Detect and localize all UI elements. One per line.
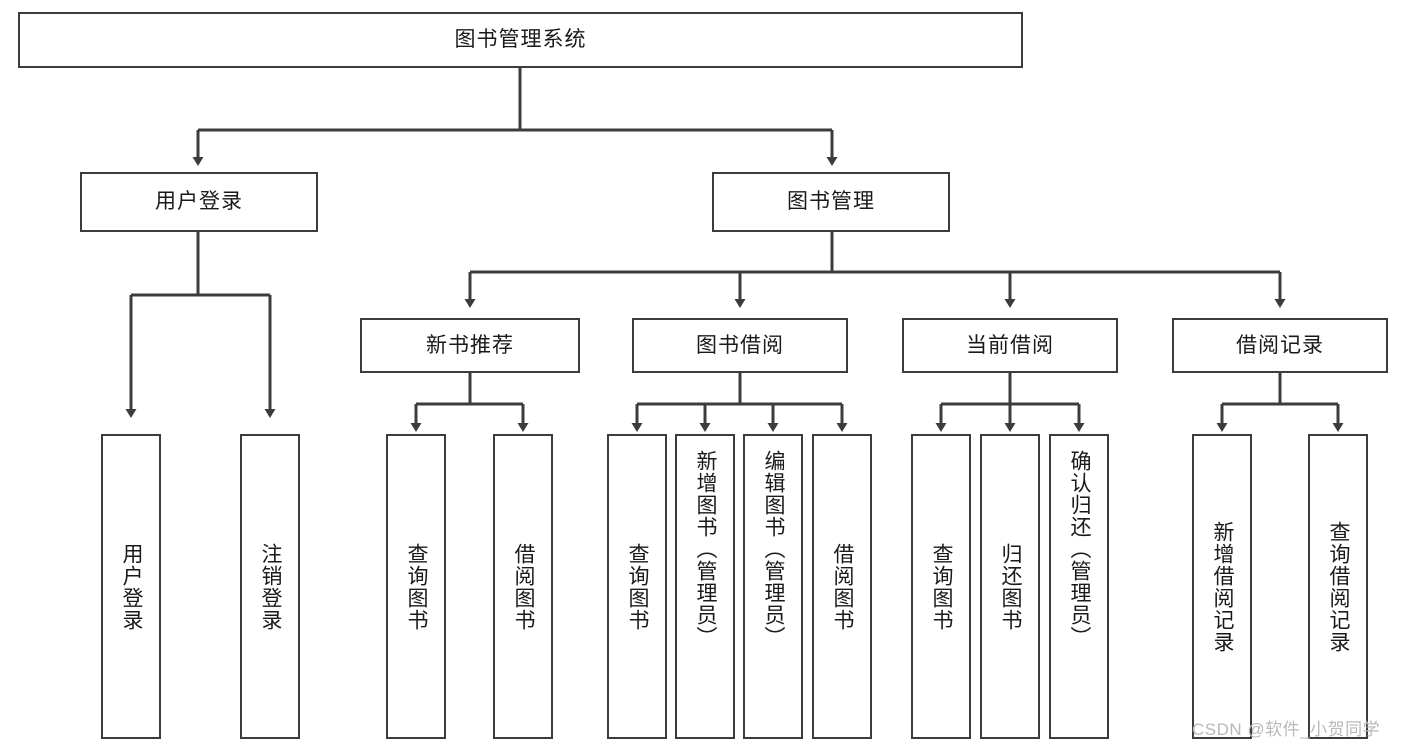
node-label: 借阅图书 <box>512 542 536 631</box>
node-leaf-logout[interactable]: 注销登录 <box>240 434 300 739</box>
node-label: 查询图书 <box>930 542 954 631</box>
node-leaf-confirm-return-admin[interactable]: 确认归还（管理员） <box>1049 434 1109 739</box>
node-leaf-borrow-book[interactable]: 借阅图书 <box>812 434 872 739</box>
node-label: 新书推荐 <box>426 333 514 357</box>
node-label: 当前借阅 <box>966 333 1054 357</box>
node-leaf-query-borrow-record[interactable]: 查询借阅记录 <box>1308 434 1368 739</box>
node-leaf-return-book[interactable]: 归还图书 <box>980 434 1040 739</box>
node-label: 新增图书（管理员） <box>694 450 718 648</box>
node-leaf-user-login[interactable]: 用户登录 <box>101 434 161 739</box>
node-borrow-record[interactable]: 借阅记录 <box>1172 318 1388 373</box>
node-leaf-edit-book-admin[interactable]: 编辑图书（管理员） <box>743 434 803 739</box>
node-label: 查询借阅记录 <box>1327 520 1351 653</box>
node-label: 图书管理 <box>787 190 875 214</box>
node-root-book-management-system[interactable]: 图书管理系统 <box>18 12 1023 68</box>
node-label: 注销登录 <box>259 542 283 631</box>
node-current-borrow[interactable]: 当前借阅 <box>902 318 1118 373</box>
node-label: 借阅记录 <box>1236 333 1324 357</box>
node-leaf-add-book-admin[interactable]: 新增图书（管理员） <box>675 434 735 739</box>
node-new-book-recommend[interactable]: 新书推荐 <box>360 318 580 373</box>
node-label: 用户登录 <box>120 542 144 631</box>
node-leaf-add-borrow-record[interactable]: 新增借阅记录 <box>1192 434 1252 739</box>
node-leaf-query-book-current[interactable]: 查询图书 <box>911 434 971 739</box>
node-label: 新增借阅记录 <box>1211 520 1235 653</box>
node-leaf-query-book-borrow[interactable]: 查询图书 <box>607 434 667 739</box>
node-label: 借阅图书 <box>831 542 855 631</box>
node-user-login[interactable]: 用户登录 <box>80 172 318 232</box>
node-label: 编辑图书（管理员） <box>762 450 786 648</box>
node-label: 用户登录 <box>155 190 243 214</box>
node-label: 图书借阅 <box>696 333 784 357</box>
node-label: 查询图书 <box>405 542 429 631</box>
node-label: 图书管理系统 <box>454 28 587 52</box>
node-leaf-query-book-recommend[interactable]: 查询图书 <box>386 434 446 739</box>
node-label: 查询图书 <box>626 542 650 631</box>
node-leaf-borrow-book-recommend[interactable]: 借阅图书 <box>493 434 553 739</box>
node-book-borrow[interactable]: 图书借阅 <box>632 318 848 373</box>
node-book-management[interactable]: 图书管理 <box>712 172 950 232</box>
node-label: 归还图书 <box>999 542 1023 631</box>
csdn-watermark: CSDN @软件_小贺同学 <box>1192 720 1381 739</box>
node-label: 确认归还（管理员） <box>1068 450 1092 648</box>
